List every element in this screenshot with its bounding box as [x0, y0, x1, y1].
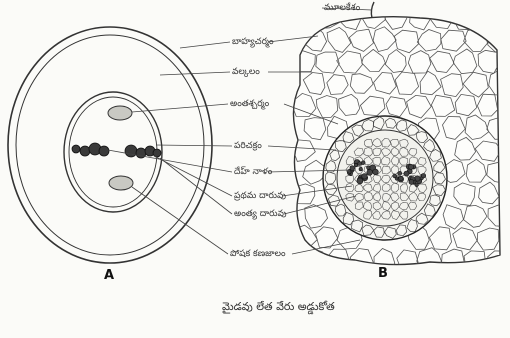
cortex-cell [488, 28, 510, 52]
xylem-vessel [359, 167, 362, 170]
xylem-strand-left [72, 143, 109, 156]
xylem-vessel [358, 162, 362, 166]
xylem-vessel [421, 174, 425, 178]
xylem-vessel [399, 176, 403, 180]
panel-label-a: A [104, 268, 114, 283]
label-metaxylem: అంత్య దారువు [234, 209, 287, 219]
label-pericycle: పరిచక్రం [234, 141, 262, 151]
xylem-vessel [354, 163, 357, 166]
xylem-vessel [373, 169, 379, 175]
xylem-vessel [367, 166, 371, 170]
label-cortex: వల్కలం [232, 67, 260, 77]
xylem-vessel [361, 161, 365, 165]
label-phloem: పోషక కణజాలం [230, 249, 286, 259]
xylem-vessel [393, 174, 397, 178]
label-epiblema: బాహ్యచర్మం [232, 37, 274, 47]
cortex-cell [304, 249, 326, 271]
label-medulla: దేహ్ నాళం [234, 167, 272, 177]
cortex-cell [293, 8, 317, 28]
cortex-cell [476, 5, 501, 28]
xylem-vessel [415, 183, 419, 187]
panel-label-b: B [378, 266, 388, 281]
label-root-hair: మూలకేశం [324, 3, 360, 13]
panel-b-diagram [291, 2, 510, 272]
xylem-vessel [367, 170, 373, 176]
xylem-vessel [404, 171, 409, 176]
phloem-patch-bottom [109, 176, 133, 190]
phloem-patch-top [108, 106, 132, 120]
xylem-vessel [398, 171, 402, 175]
xylem-vessel [350, 166, 355, 171]
figure-caption: మైడవు లేత వేరు అడ్డుకోత [222, 300, 335, 316]
xylem-vessel [357, 178, 363, 184]
label-endodermis: అంతశ్చర్మం [230, 99, 269, 109]
label-protoxylem: ప్రథమ దారువు [234, 191, 286, 201]
xylem-vessel [409, 179, 414, 184]
xylem-vessel [408, 164, 413, 169]
